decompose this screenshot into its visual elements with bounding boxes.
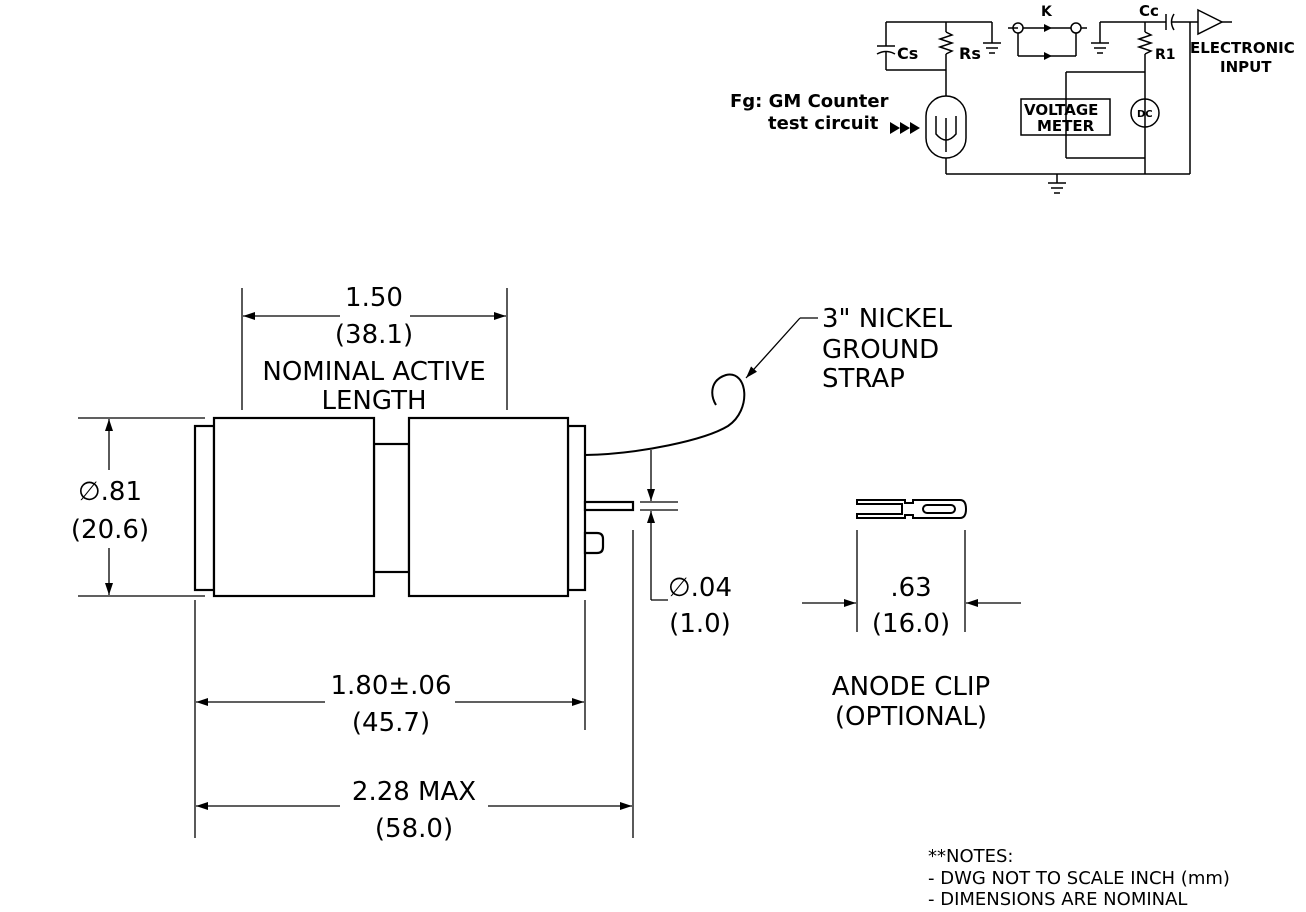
label-rs: Rs: [959, 44, 981, 63]
anode-clip-label-line2: (OPTIONAL): [835, 702, 987, 732]
dim-active-length-in: 1.50: [345, 283, 403, 313]
anode-clip-drawing: [856, 499, 968, 519]
anode-clip-label-line1: ANODE CLIP: [832, 672, 990, 702]
tube-body-left: [212, 416, 376, 598]
gm-tube-symbol: [925, 95, 967, 174]
ground-symbol-2: [1091, 22, 1109, 54]
dim-active-length: [241, 288, 508, 410]
ground-symbol-1: [983, 22, 1001, 54]
dim-diameter-mm: (20.6): [71, 515, 149, 545]
tube-end-flange-right: [566, 424, 587, 592]
strap-label-line3: STRAP: [822, 364, 905, 394]
label-k: K: [1041, 4, 1053, 20]
dc-source-symbol: [1130, 98, 1160, 128]
resistor-r1-symbol: [1136, 22, 1154, 174]
notes-block: **NOTES: - DWG NOT TO SCALE INCH (mm) - …: [928, 846, 1230, 910]
dim-pin-diameter-in: ∅.04: [668, 573, 732, 603]
dim-clip-width-in: .63: [890, 573, 931, 603]
resistor-rs-symbol: [937, 22, 955, 96]
dim-diameter: [78, 417, 205, 597]
dim-diameter-in: ∅.81: [78, 477, 142, 507]
capacitor-cc-symbol: [1165, 13, 1198, 31]
voltage-meter-symbol: [1020, 71, 1145, 159]
dim-pin-diameter-mm: (1.0): [669, 609, 731, 639]
dim-active-length-label-2: LENGTH: [321, 386, 426, 416]
ground-strap-leader: [745, 317, 818, 379]
label-electronic-input-line2: INPUT: [1220, 58, 1272, 76]
circuit-caption-line2: test circuit: [768, 113, 879, 134]
label-electronic-input-line1: ELECTRONIC: [1190, 39, 1295, 57]
label-cs: Cs: [897, 44, 918, 63]
dim-clip-width: [802, 530, 1021, 632]
dim-body-length-in: 1.80±.06: [330, 671, 451, 701]
radiation-arrows-icon: [890, 122, 920, 134]
dim-body-length: [194, 600, 586, 838]
notes-line1: - DWG NOT TO SCALE INCH (mm): [928, 868, 1230, 889]
dim-pin-diameter: [640, 450, 678, 601]
ground-strap-wire: [584, 373, 746, 456]
dim-overall-length: [196, 530, 634, 838]
strap-label-line1: 3" NICKEL: [822, 304, 953, 334]
dim-body-length-mm: (45.7): [352, 708, 430, 738]
label-voltmeter-line1: VOLTAGE: [1024, 101, 1098, 119]
capacitor-cs-symbol: [876, 21, 946, 71]
tube-neck: [372, 442, 411, 574]
strap-label-line2: GROUND: [822, 335, 939, 365]
label-r1: R1: [1155, 47, 1176, 63]
notes-line2: - DIMENSIONS ARE NOMINAL: [928, 889, 1187, 910]
notes-heading: **NOTES:: [928, 846, 1014, 867]
amplifier-triangle-icon: [1189, 8, 1232, 174]
anode-pin: [583, 500, 635, 512]
tube-end-flange-left: [193, 424, 216, 592]
label-cc: Cc: [1139, 2, 1159, 20]
tube-side-view: [193, 373, 746, 598]
switch-k-symbol: [1008, 22, 1087, 60]
anode-nub: [583, 531, 605, 555]
dim-overall-length-in: 2.28 MAX: [352, 777, 476, 807]
dim-active-length-label-1: NOMINAL ACTIVE: [262, 357, 485, 387]
dim-clip-width-mm: (16.0): [872, 609, 950, 639]
dim-overall-length-mm: (58.0): [375, 814, 453, 844]
tube-body-right: [407, 416, 570, 598]
dim-active-length-mm: (38.1): [335, 320, 413, 350]
gm-counter-test-circuit: Cs Rs Fg: GM Counter t: [730, 2, 1295, 194]
circuit-caption-line1: Fg: GM Counter: [730, 91, 889, 112]
label-voltmeter-line2: METER: [1037, 117, 1095, 135]
ground-symbol-bottom: [1048, 174, 1066, 194]
label-dc: DC: [1137, 109, 1153, 120]
